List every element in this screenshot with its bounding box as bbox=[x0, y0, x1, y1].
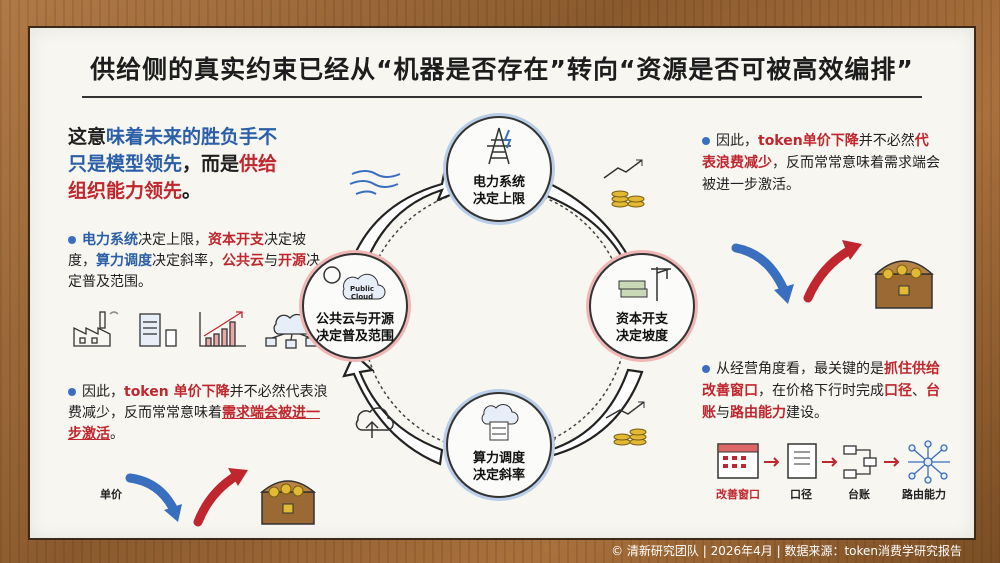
bullet-dot bbox=[702, 137, 710, 145]
network-icon bbox=[908, 440, 950, 484]
bullet-text: 与 bbox=[264, 253, 278, 269]
money-crane-icon bbox=[618, 267, 671, 301]
factory-icon bbox=[73, 311, 119, 347]
coins-growth-icon bbox=[605, 401, 647, 446]
bullet-text: 因此， bbox=[82, 384, 124, 400]
bullet-text: 并不必然代表浪费减少，反而常常意味着 bbox=[68, 384, 328, 421]
bullet-dot bbox=[68, 236, 76, 244]
node-public-cloud: Public Cloud 公共云与开源决定普及范围 bbox=[302, 253, 408, 359]
bullet-dot bbox=[68, 388, 76, 396]
step-label: 路由能力 bbox=[902, 488, 946, 501]
bullet-text: 决定上限， bbox=[138, 232, 208, 248]
bullet-text: ，在价格下行时完成 bbox=[758, 383, 884, 399]
bullet-highlight: 需求端会被进一步激活 bbox=[68, 405, 320, 442]
power-tower-icon bbox=[487, 127, 512, 165]
bullet-dot bbox=[702, 365, 710, 373]
bullet-text: 、 bbox=[912, 383, 926, 399]
bullet-text: 从经营角度看，最关键的是 bbox=[716, 361, 884, 377]
left-bullet-drivers: 电力系统决定上限，资本开支决定坡度，算力调度决定斜率，公共云与开源决定普及范围。 bbox=[68, 230, 333, 293]
node-title: 算力调度 bbox=[472, 451, 525, 466]
right-bullet-token-price: 因此，token单价下降并不必然代表浪费减少，反而常常意味着需求端会被进一步激活… bbox=[702, 130, 942, 196]
node-title: 资本开支 bbox=[615, 312, 668, 327]
bullet-highlight: 台账 bbox=[702, 383, 940, 421]
public-cloud-icon: Public Cloud bbox=[323, 266, 386, 301]
bullet-highlight: 算力调度 bbox=[96, 253, 152, 269]
node-title: 公共云与开源 bbox=[315, 312, 394, 327]
bullet-highlight: 路由能力 bbox=[730, 405, 786, 421]
bullet-text: 建设。 bbox=[786, 405, 828, 421]
bullet-text: 并不必然 bbox=[858, 133, 915, 149]
bullet-highlight: 开源 bbox=[278, 253, 306, 269]
arrow-bottom-left bbox=[342, 352, 444, 466]
node-compute-scheduling: 算力调度决定斜率 bbox=[446, 392, 552, 498]
footer-credit: © 清新研究团队 | 2026年4月 | 数据来源：token消费学研究报告 bbox=[611, 544, 962, 558]
cloud-server-icon bbox=[481, 404, 519, 441]
cloud-text: Public bbox=[350, 285, 374, 293]
left-icon-row bbox=[73, 311, 317, 349]
step-label: 改善窗口 bbox=[716, 488, 760, 501]
bullet-highlight: 代表浪费减少 bbox=[702, 133, 929, 171]
bullet-text: 决定坡度， bbox=[68, 232, 306, 269]
lead-text: 。 bbox=[182, 180, 202, 202]
bullet-highlight: 抓住供给改善窗口 bbox=[702, 361, 940, 399]
node-capex: 资本开支决定坡度 bbox=[589, 253, 695, 359]
lead-highlight: 只是模型领先 bbox=[68, 153, 183, 175]
lead-highlight: 味着未来的胜负手不 bbox=[106, 126, 278, 148]
title-divider bbox=[82, 96, 922, 98]
down-arrow-icon bbox=[125, 473, 179, 515]
bullet-text: 。 bbox=[110, 426, 124, 442]
lead-text: ，而是 bbox=[182, 153, 240, 175]
node-subtitle: 决定坡度 bbox=[615, 329, 668, 344]
node-power-system: 电力系统决定上限 bbox=[446, 116, 552, 222]
gear-icon bbox=[323, 266, 341, 284]
treasure-chest-icon bbox=[259, 480, 317, 525]
left-bullet-token-price: 因此，token 单价下降并不必然代表浪费减少，反而常常意味着需求端会被进一步激… bbox=[68, 382, 333, 445]
step-arrow-icon bbox=[822, 457, 838, 467]
network-cloud-icon bbox=[265, 313, 317, 349]
up-arrow-icon bbox=[193, 471, 241, 527]
lead-text: 这意 bbox=[68, 126, 107, 148]
bullet-text: 与 bbox=[716, 405, 730, 421]
bullet-text: 因此， bbox=[716, 133, 758, 149]
bullet-text: ，反而常常意味着需求端会被进一步激活。 bbox=[702, 155, 940, 193]
page-title: 供给侧的真实约束已经从“机器是否存在”转向“资源是否可被高效编排” bbox=[90, 55, 914, 84]
lead-highlight: 供给 bbox=[239, 153, 278, 175]
right-bullet-operations: 从经营角度看，最关键的是抓住供给改善窗口，在价格下行时完成口径、台账与路由能力建… bbox=[702, 358, 952, 424]
step-label: 台账 bbox=[848, 488, 870, 501]
down-arrow-icon bbox=[731, 243, 789, 295]
bullet-text: 决定斜率， bbox=[152, 253, 222, 269]
left-arrow-illustration bbox=[125, 468, 317, 527]
process-steps-icons bbox=[717, 440, 950, 484]
lead-statement: 这意味着未来的胜负手不 只是模型领先，而是供给 组织能力领先。 bbox=[68, 124, 338, 205]
node-subtitle: 决定普及范围 bbox=[315, 329, 394, 344]
unit-price-label: 单价 bbox=[100, 488, 122, 501]
node-subtitle: 决定斜率 bbox=[472, 468, 525, 483]
bullet-highlight: 电力系统 bbox=[82, 232, 138, 248]
calendar-icon bbox=[717, 443, 759, 479]
server-icon bbox=[139, 313, 177, 347]
bullet-highlight: token 单价下降 bbox=[124, 384, 230, 400]
right-arrow-illustration bbox=[731, 240, 934, 309]
cloud-upload-icon bbox=[355, 407, 394, 438]
step-arrow-icon bbox=[764, 457, 780, 467]
bullet-text: 决定普及范围。 bbox=[68, 253, 320, 290]
growth-chart-icon bbox=[199, 311, 246, 347]
treasure-chest-icon bbox=[874, 260, 934, 309]
flowchart-icon bbox=[843, 445, 877, 479]
lead-highlight: 组织能力领先 bbox=[68, 180, 183, 202]
cloud-text: Cloud bbox=[351, 293, 373, 301]
node-subtitle: 决定上限 bbox=[472, 192, 525, 207]
step-label: 口径 bbox=[790, 488, 812, 501]
coins-growth-icon bbox=[603, 159, 645, 208]
whiteboard: 供给侧的真实约束已经从“机器是否存在”转向“资源是否可被高效编排” 这意味着未来… bbox=[28, 26, 976, 540]
wind-icon bbox=[349, 170, 401, 195]
bullet-highlight: token单价下降 bbox=[758, 133, 859, 149]
bullet-highlight: 口径 bbox=[884, 383, 912, 399]
bullet-highlight: 公共云 bbox=[222, 253, 264, 269]
node-title: 电力系统 bbox=[472, 175, 525, 190]
step-arrow-icon bbox=[884, 457, 900, 467]
up-arrow-icon bbox=[803, 245, 855, 303]
notebook-icon bbox=[787, 443, 817, 479]
bullet-highlight: 资本开支 bbox=[208, 232, 264, 248]
